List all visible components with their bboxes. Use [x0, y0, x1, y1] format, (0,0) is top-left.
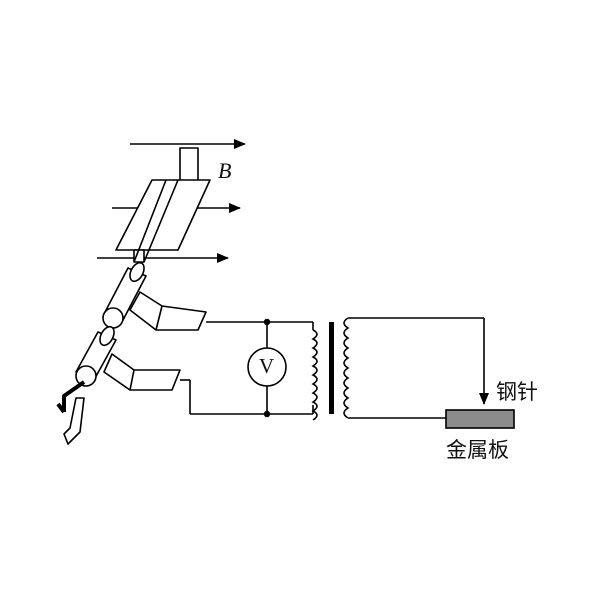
voltmeter-label: V [259, 354, 275, 378]
primary-coil [311, 329, 318, 421]
metal-plate [445, 409, 515, 429]
junction-dots [263, 318, 271, 418]
steel-needle-label: 钢针 [496, 380, 538, 404]
rotating-coil [115, 147, 211, 263]
voltmeter [247, 347, 287, 387]
transformer [311, 317, 350, 421]
magnetic-field-label: B [218, 158, 232, 183]
slip-ring-upper [102, 261, 147, 329]
circuit-wires [180, 321, 314, 415]
coil-inner-lead-a [143, 179, 179, 263]
brush-upper [129, 291, 207, 331]
secondary-coil [343, 317, 350, 419]
secondary-circuit [348, 317, 489, 419]
metal-plate-label: 金属板 [446, 438, 509, 462]
slip-ring-lower [75, 325, 117, 387]
crank-grip [63, 397, 85, 445]
transformer-core [329, 322, 334, 414]
slip-ring-assembly [75, 261, 207, 391]
coil-inner-lead-b [133, 179, 167, 263]
brush-lower [103, 353, 181, 391]
crank-handle [56, 380, 86, 445]
